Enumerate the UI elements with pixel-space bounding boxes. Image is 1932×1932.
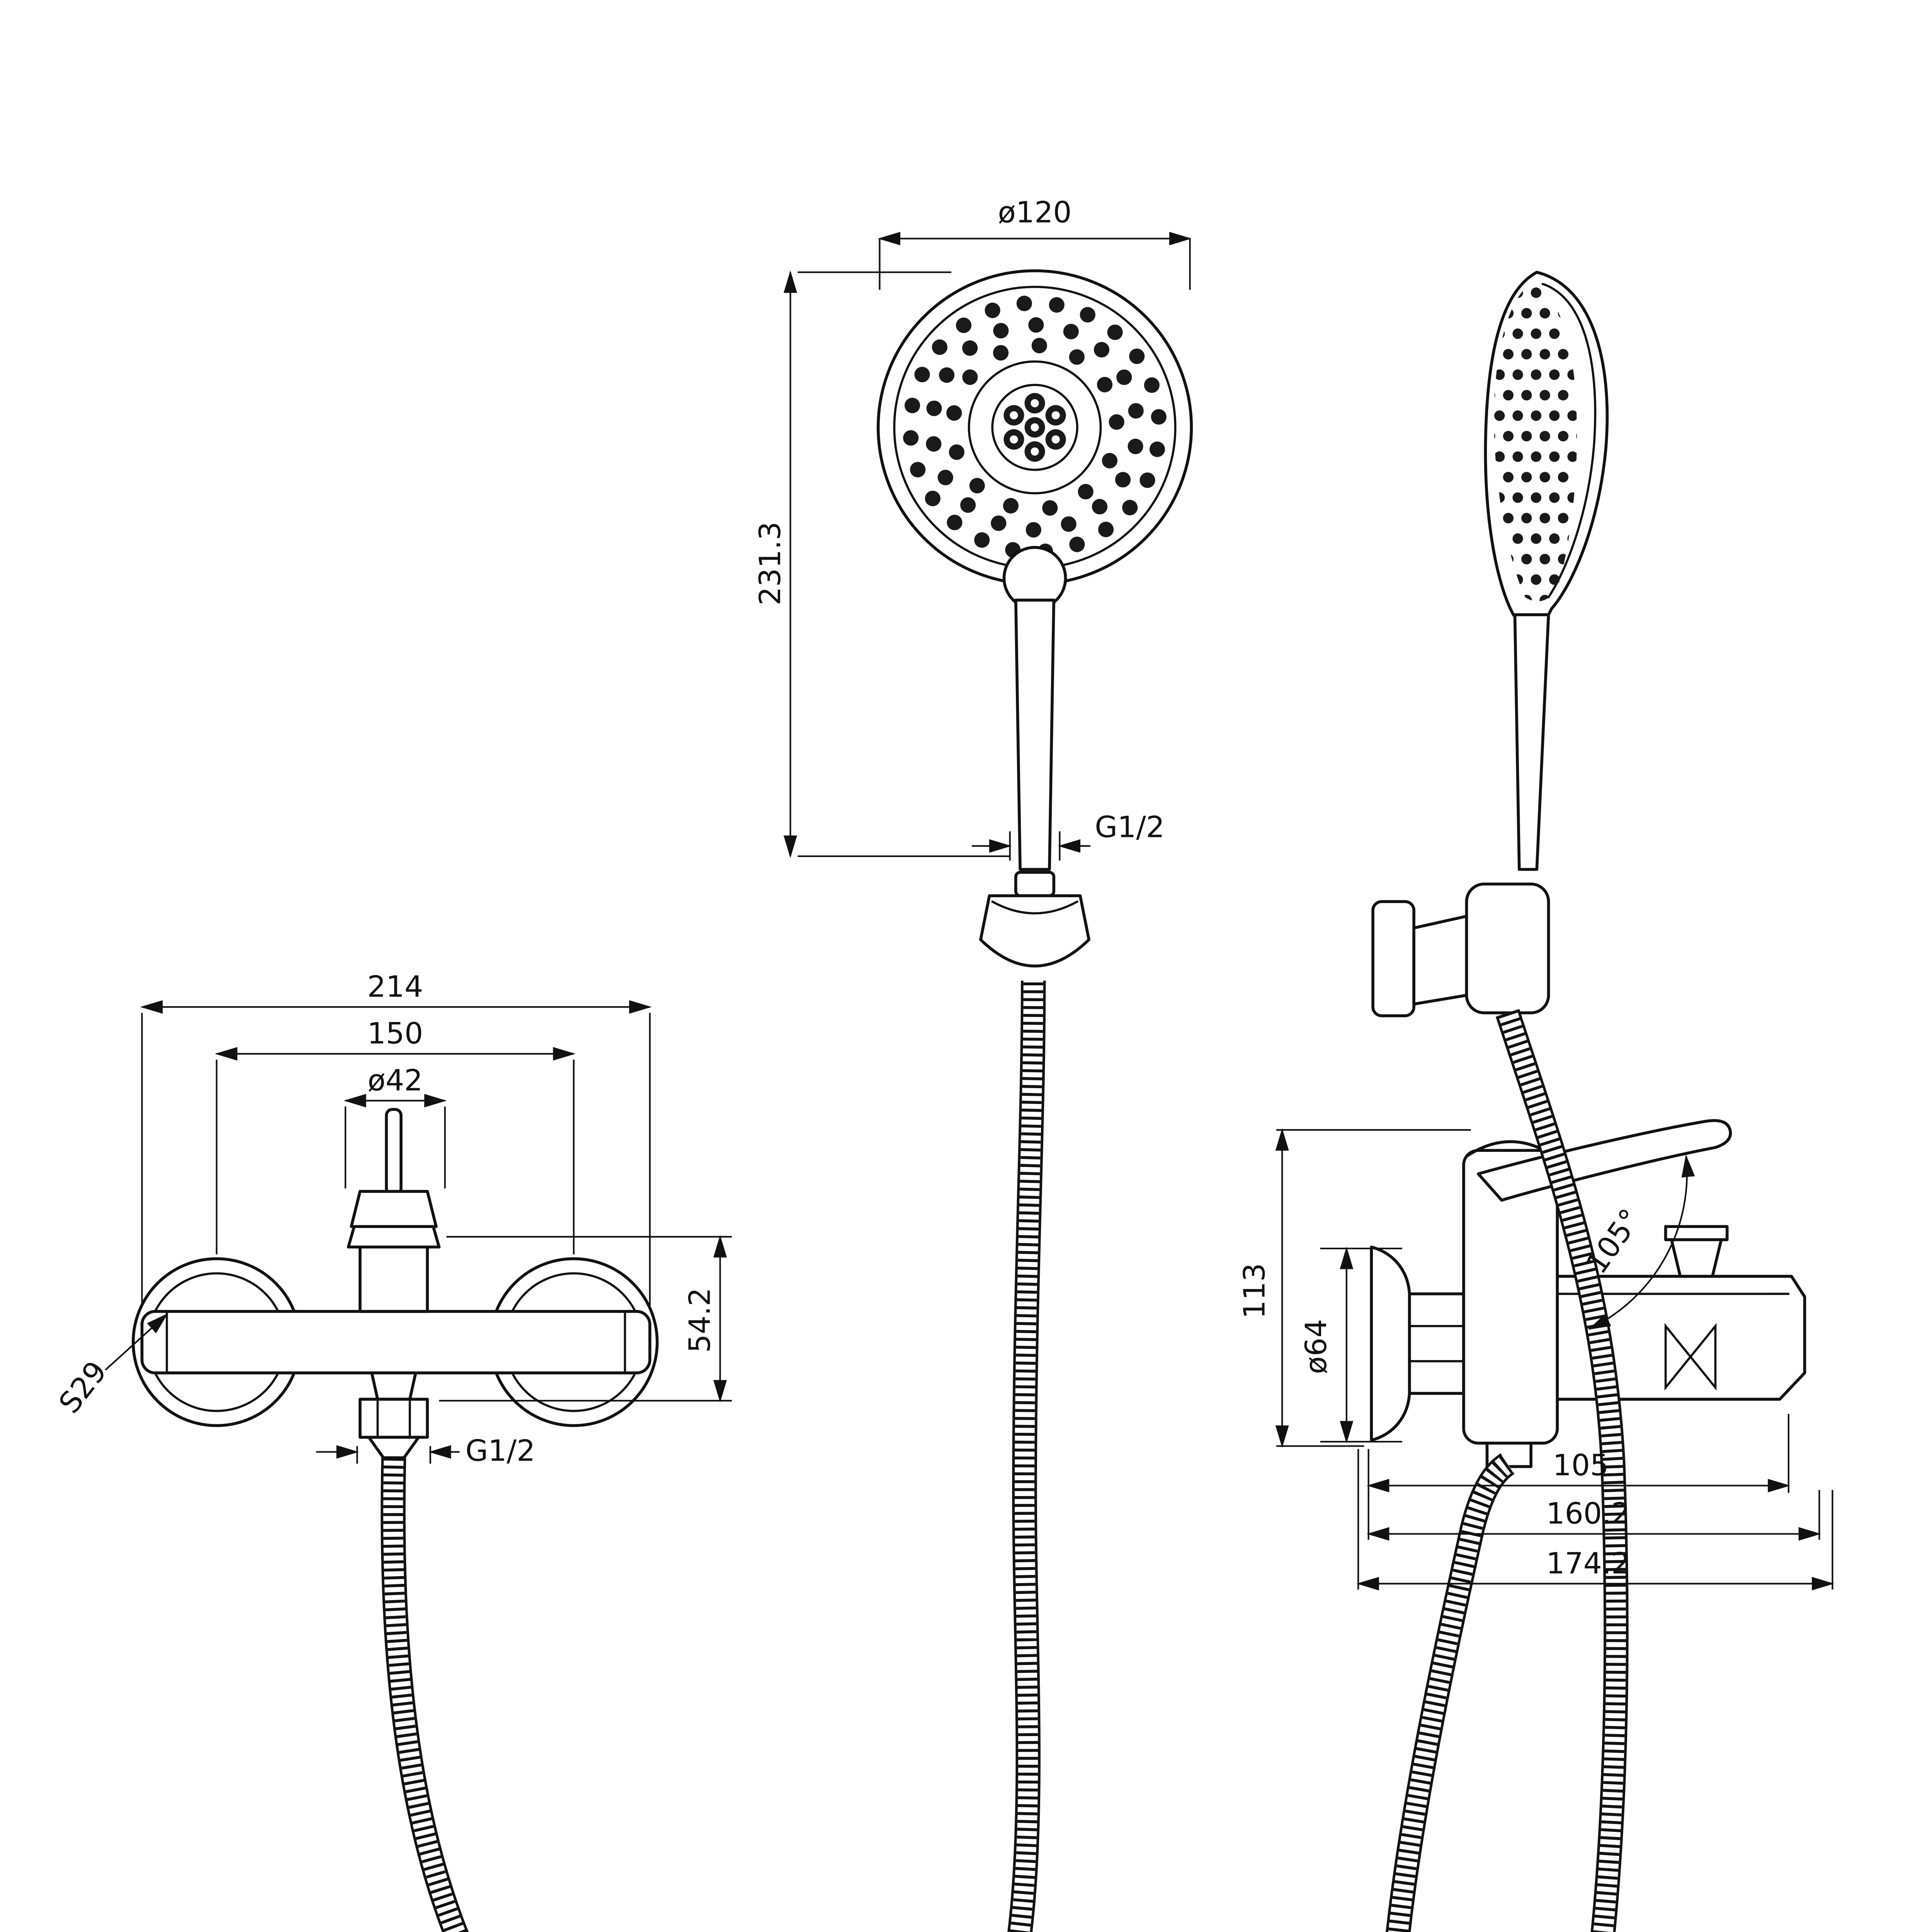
dim-body-height-group: 54.2 bbox=[439, 1235, 732, 1403]
dim-side-height: 113 bbox=[1238, 1263, 1272, 1319]
dim-mixer-width: 214 bbox=[367, 970, 423, 1004]
handshower-holder-side bbox=[1371, 883, 1550, 1017]
handshower-front-view bbox=[876, 269, 1193, 968]
dim-head-diameter: ø120 bbox=[998, 196, 1072, 230]
mixer-shower-outlet-front bbox=[359, 1371, 429, 1459]
dim-centers-distance: 150 bbox=[367, 1017, 423, 1051]
dim-depths-group: 105 160.2 174.2 bbox=[1356, 1414, 1835, 1590]
handshower-handle-front bbox=[1014, 599, 1056, 871]
dim-total-depth: 174.2 bbox=[1546, 1546, 1630, 1580]
dim-handle-base-diameter: ø42 bbox=[367, 1063, 423, 1097]
hex-adapter-side bbox=[1408, 1292, 1465, 1395]
dim-side-height-group: 113 bbox=[1238, 1128, 1471, 1448]
dim-centers-distance-group: 150 bbox=[214, 1017, 576, 1255]
dim-body-height: 54.2 bbox=[683, 1287, 717, 1353]
dim-handshower-thread: G1/2 bbox=[1095, 810, 1165, 844]
dim-head-height-group: 231.3 bbox=[753, 270, 1010, 858]
mixer-body-front bbox=[140, 1310, 651, 1374]
dim-escutcheon-diameter: ø64 bbox=[1299, 1319, 1333, 1374]
dim-escutcheon-group: ø64 bbox=[1299, 1247, 1402, 1444]
handshower-side-view bbox=[1371, 270, 1609, 1017]
dim-depth-mid: 160.2 bbox=[1546, 1497, 1630, 1531]
dim-handle-base-group: ø42 bbox=[344, 1063, 447, 1189]
mixer-handle-front bbox=[347, 1108, 441, 1313]
escutcheon-side bbox=[1370, 1245, 1411, 1442]
dim-spout-depth: 105 bbox=[1553, 1448, 1609, 1482]
handshower-handle-side bbox=[1513, 613, 1550, 871]
dim-outlet-thread-group: G1/2 bbox=[316, 1434, 535, 1468]
handshower-holder-front bbox=[979, 871, 1090, 968]
dim-handshower-thread-group: G1/2 bbox=[972, 810, 1165, 861]
mixer-front-view bbox=[131, 1108, 659, 1459]
diverter-valve-symbol bbox=[1664, 1323, 1717, 1391]
dim-head-diameter-group: ø120 bbox=[878, 196, 1192, 290]
center-spray-cluster bbox=[968, 360, 1102, 495]
dim-outlet-thread: G1/2 bbox=[466, 1434, 536, 1468]
dim-mixer-width-group: 214 bbox=[140, 970, 652, 1306]
dim-head-height: 231.3 bbox=[753, 522, 787, 605]
